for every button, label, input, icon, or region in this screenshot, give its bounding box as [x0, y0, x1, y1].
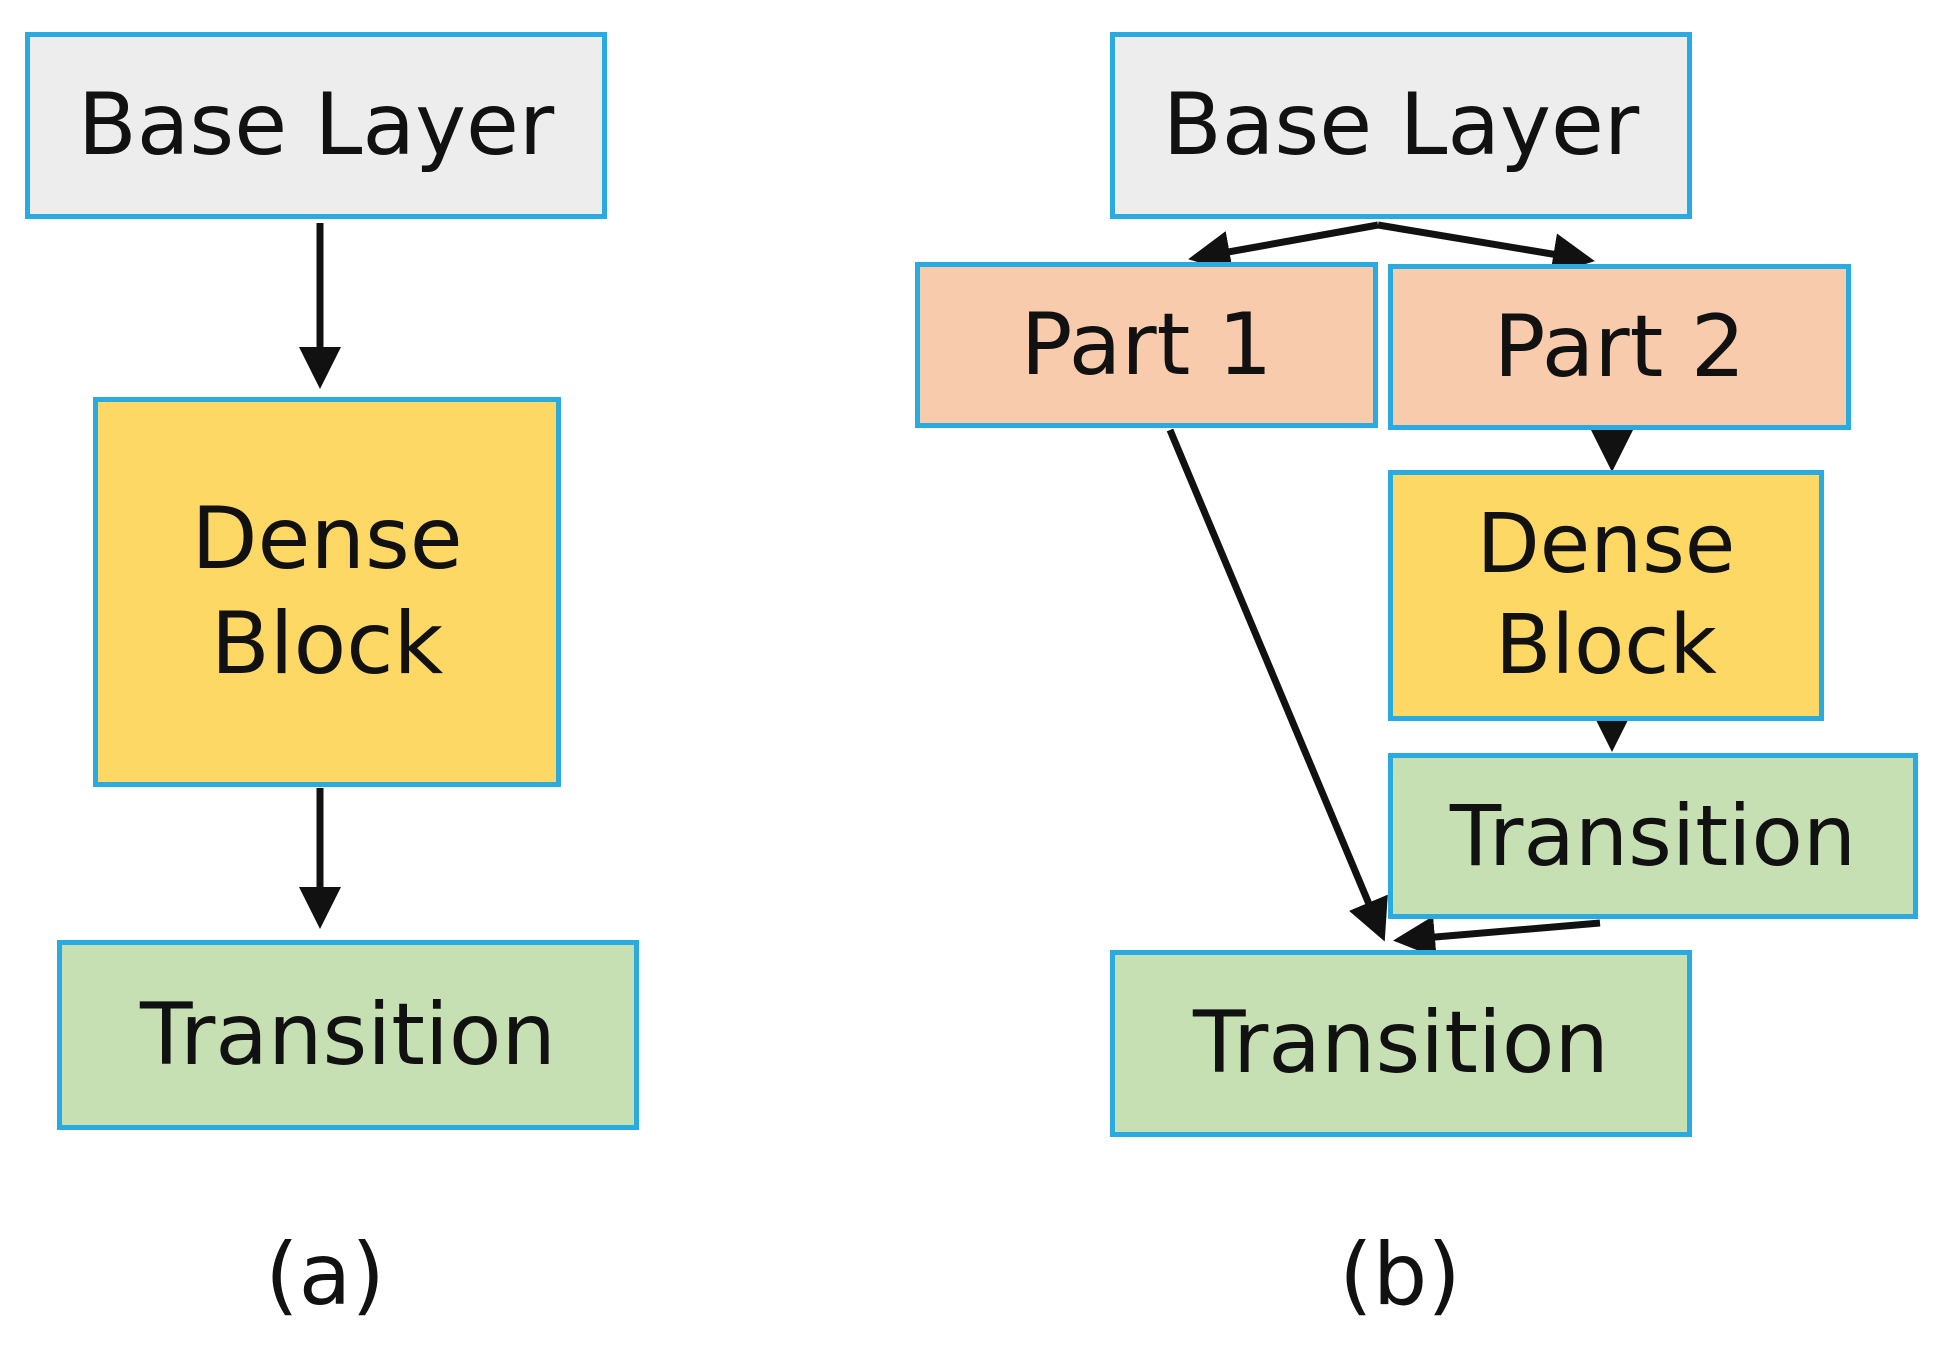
node-b-dense-block: Dense Block: [1388, 470, 1824, 721]
node-b-part-2: Part 2: [1388, 264, 1851, 430]
arrow-b-base-to-part1: [1188, 221, 1379, 273]
node-b-transition-final-label: Transition: [1193, 993, 1609, 1094]
node-b-part-1: Part 1: [915, 262, 1378, 428]
node-a-dense-block-label: Dense Block: [191, 489, 463, 694]
node-b-part-1-label: Part 1: [1020, 294, 1273, 395]
arrow-b-transition-to-final-transition: [1393, 916, 1601, 958]
node-a-base-layer-label: Base Layer: [77, 75, 555, 176]
node-b-base-layer: Base Layer: [1110, 32, 1692, 219]
node-a-dense-block: Dense Block: [93, 397, 561, 787]
arrow-b-part1-to-final-transition: [1166, 428, 1388, 942]
node-a-base-layer: Base Layer: [25, 32, 607, 219]
node-a-transition: Transition: [57, 940, 639, 1130]
arrow-b-base-to-part2: [1377, 221, 1595, 275]
node-b-base-layer-label: Base Layer: [1162, 75, 1640, 176]
node-a-transition-label: Transition: [140, 984, 556, 1085]
caption-b: (b): [1339, 1225, 1461, 1325]
node-b-dense-block-label: Dense Block: [1476, 497, 1736, 693]
node-b-transition-final: Transition: [1110, 950, 1692, 1137]
node-b-part-2-label: Part 2: [1493, 296, 1746, 397]
node-b-transition-inner-label: Transition: [1449, 786, 1857, 885]
node-b-transition-inner: Transition: [1388, 753, 1918, 919]
caption-a: (a): [265, 1225, 385, 1325]
